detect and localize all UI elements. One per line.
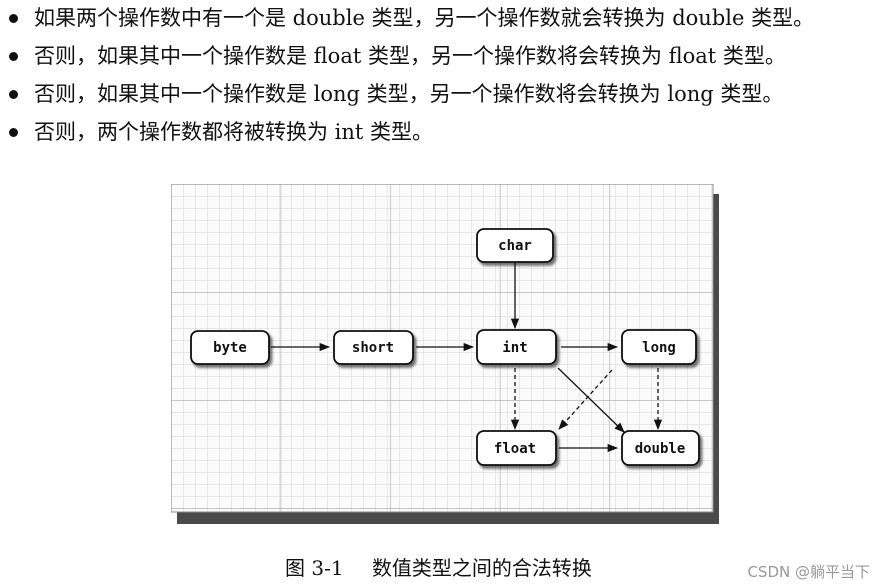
rule-text: 否则，如果其中一个操作数是 float 类型，另一个操作数将会转换为 float… [34,44,786,68]
node-short: short [333,330,414,365]
node-double-label: double [635,441,686,457]
node-char: char [476,228,554,263]
rule-item: 否则，如果其中一个操作数是 long 类型，另一个操作数将会转换为 long 类… [8,80,870,118]
node-byte-label: byte [213,340,247,356]
rule-item: 如果两个操作数中有一个是 double 类型，另一个操作数就会转换为 doubl… [8,4,870,42]
figure-caption: 图 3-1 数值类型之间的合法转换 [285,554,592,582]
edge-int-double [557,367,625,433]
bullet-icon [9,52,18,61]
edge-long-float-dashed [558,369,613,430]
rule-text: 否则，如果其中一个操作数是 long 类型，另一个操作数将会转换为 long 类… [34,82,784,106]
node-float: float [476,430,557,466]
rule-item: 否则，如果其中一个操作数是 float 类型，另一个操作数将会转换为 float… [8,42,870,80]
bullet-icon [9,14,18,23]
node-short-label: short [352,340,394,356]
conversion-rules-list: 如果两个操作数中有一个是 double 类型，另一个操作数就会转换为 doubl… [8,4,870,156]
bullet-icon [9,128,18,137]
diagram-canvas: char byte short int long float double [171,184,719,524]
figure-number: 图 3-1 [285,556,344,580]
node-byte: byte [190,330,270,365]
node-long: long [621,329,697,365]
edges [271,263,663,453]
node-float-label: float [494,441,536,457]
node-int: int [476,329,557,365]
node-double: double [621,430,700,466]
rule-text: 如果两个操作数中有一个是 double 类型，另一个操作数就会转换为 doubl… [34,6,815,30]
node-long-label: long [642,340,676,356]
grid-border [171,184,714,513]
rule-item: 否则，两个操作数都将被转换为 int 类型。 [8,118,870,156]
watermark: CSDN @躺平当下 [747,563,870,581]
bullet-icon [9,90,18,99]
figure-title: 数值类型之间的合法转换 [371,556,592,580]
node-char-label: char [498,238,532,254]
type-conversion-diagram: char byte short int long float double [171,184,719,524]
rule-text: 否则，两个操作数都将被转换为 int 类型。 [34,120,434,144]
node-int-label: int [502,340,527,356]
